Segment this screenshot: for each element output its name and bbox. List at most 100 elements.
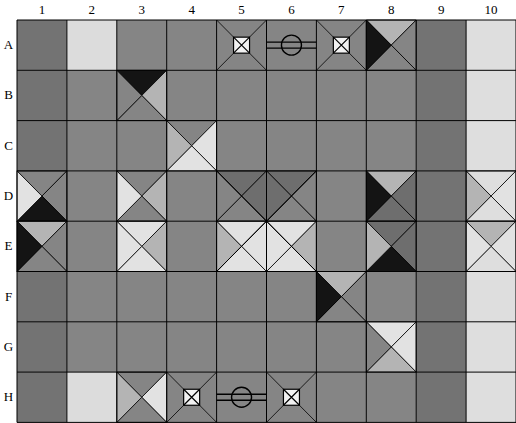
small-x [283,389,299,405]
triangle-piece [17,171,42,221]
board-cell [217,272,267,322]
board-cell [267,272,317,322]
board-cell [217,372,267,422]
bar-line [267,42,317,48]
board-cell [366,221,416,271]
triangle-piece [267,171,292,221]
small-x [333,37,349,53]
board-cell [366,272,416,322]
board-cell [117,221,167,271]
boxed-x-symbol [267,372,317,422]
diagonal-line [267,372,317,422]
board-cell [67,272,117,322]
boxed-x-symbol [167,372,217,422]
column-number: 7 [338,3,345,17]
board-cell [267,20,317,70]
board-cell [466,322,516,372]
small-square [184,389,200,405]
board-cell [167,70,217,120]
board-cell [117,20,167,70]
board-cell [117,70,167,120]
board-cell [17,121,67,171]
board-cell [167,20,217,70]
diagonal-line [316,20,366,70]
grid-line [17,321,516,322]
board-cell [416,272,466,322]
small-x [234,37,250,53]
board-cell [67,20,117,70]
triangle-piece [316,272,341,322]
diagonal-line [217,20,267,70]
board-cell [17,272,67,322]
board-cell [67,221,117,271]
row-letter: D [4,189,13,203]
bar-line [217,394,267,400]
board-cell [167,171,217,221]
small-square [333,37,349,53]
ring [281,35,301,55]
board-cell [167,322,217,372]
triangle-piece [217,171,242,221]
board-cell [466,221,516,271]
triangle-piece [366,221,391,271]
board-cell [117,372,167,422]
column-number: 3 [139,3,146,17]
column-number: 5 [238,3,245,17]
row-letter: F [5,290,12,304]
board-cell [466,121,516,171]
column-number: 9 [438,3,445,17]
board-cell [167,221,217,271]
board-cell [416,221,466,271]
small-square [234,37,250,53]
board-cell [17,322,67,372]
boxed-x-symbol [316,20,366,70]
board-cells [17,20,516,422]
board-cell [67,171,117,221]
board-cell [316,171,366,221]
board-cell [316,372,366,422]
board-cell [316,70,366,120]
board-cell [267,121,317,171]
column-number: 1 [39,3,46,17]
grid-lines [17,20,516,422]
circle-bar-symbol [267,35,317,55]
row-letter: H [4,390,13,404]
board-cell [117,322,167,372]
board-cell [466,372,516,422]
triangle-piece [267,221,292,271]
triangle-piece [117,171,142,221]
triangle-piece [366,171,391,221]
board-cell [267,322,317,372]
board-cell [466,272,516,322]
column-number: 4 [188,3,195,17]
board-cell [366,171,416,221]
board-cell [67,70,117,120]
board-cell [416,121,466,171]
board-cell [117,171,167,221]
board-cell [316,121,366,171]
board-cell [316,272,366,322]
board-cell [117,272,167,322]
column-number: 10 [485,3,498,17]
board-cell [17,20,67,70]
grid-line [17,271,516,272]
board-cell [316,322,366,372]
grid-line [17,221,516,222]
board-cell [416,171,466,221]
board-cell [416,372,466,422]
board-cell [217,70,267,120]
board-cell [167,372,217,422]
board-cell [366,70,416,120]
small-square [283,389,299,405]
grid-line [17,170,516,171]
board-cell [217,121,267,171]
triangle-piece [466,171,491,221]
board-cell [117,121,167,171]
board-cell [316,20,366,70]
circle-bar-symbol [217,387,267,407]
board-cell [267,372,317,422]
board-cell [267,70,317,120]
diagonal-line [167,372,217,422]
small-x [184,389,200,405]
